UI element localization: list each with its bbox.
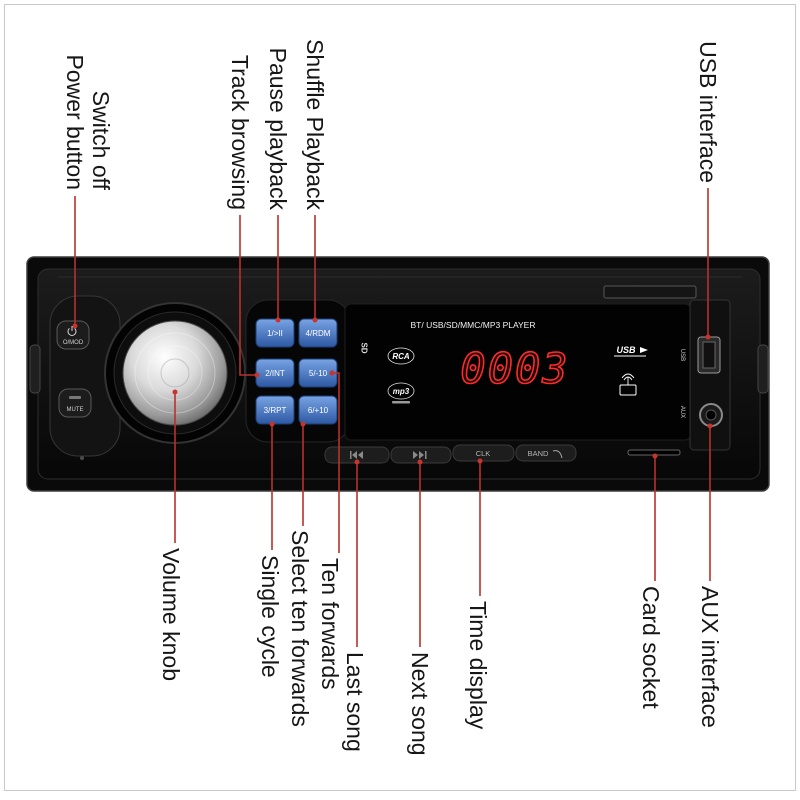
display-panel: BT/ USB/SD/MMC/MP3 PLAYER SD RCA mp3 000…	[345, 304, 691, 440]
preset-button-6: 6/+10	[299, 396, 337, 424]
preset-button-2: 2/INT	[256, 359, 294, 387]
power-button-label: O/MOD	[63, 340, 84, 346]
leader-dot-track-browsing	[255, 373, 260, 378]
right-side-clip	[758, 345, 768, 393]
leader-dot-card-socket	[653, 454, 658, 459]
aux-port	[700, 404, 722, 426]
preset-button-3: 3/RPT	[256, 396, 294, 424]
leader-dot-power-button	[73, 324, 78, 329]
label-last-song: Last song	[342, 652, 368, 752]
clk-button: CLK	[453, 445, 514, 461]
label-ten-forwards: Ten forwards	[317, 558, 343, 690]
car-stereo: O/MOD MUTE 1/>II 4/RDM 2/IN	[27, 257, 769, 491]
mute-button-label: MUTE	[67, 407, 84, 413]
rca-logo-text: RCA	[392, 352, 410, 361]
mute-button: MUTE	[59, 389, 91, 417]
label-pause-playback: Pause playback	[265, 48, 291, 211]
preset-button-label: 4/RDM	[306, 329, 331, 338]
label-track-browsing: Track browsing	[227, 55, 253, 210]
leader-dot-time-display	[478, 459, 483, 464]
left-side-clip	[30, 345, 40, 393]
preset-button-label: 1/>II	[267, 329, 283, 338]
aux-port-label: AUX	[679, 406, 685, 418]
leader-dot-select-ten-forwards	[301, 422, 306, 427]
leader-dot-usb-interface	[706, 335, 711, 340]
indicator-dot	[80, 456, 84, 460]
prev-track-icon-bar	[350, 451, 352, 459]
label-select-ten-forwards: Select ten forwards	[287, 530, 313, 727]
preset-button-label: 6/+10	[308, 406, 329, 415]
band-button-label: BAND	[528, 449, 549, 458]
preset-button-label: 2/INT	[265, 369, 285, 378]
mp3-logo-bar	[392, 401, 410, 404]
label-time-display: Time display	[465, 601, 491, 730]
leader-dot-shuffle-playback	[313, 318, 318, 323]
leader-dot-volume-knob	[173, 390, 178, 395]
top-slot	[604, 286, 696, 298]
label-aux-interface: AUX interface	[697, 586, 723, 728]
clk-button-label: CLK	[476, 449, 491, 458]
leader-dot-single-cycle	[270, 422, 275, 427]
usb-port	[698, 337, 720, 373]
mute-button-mark	[69, 396, 81, 399]
preset-button-label: 5/-10	[309, 369, 328, 378]
sd-logo: SD	[360, 342, 369, 353]
label-usb-interface: USB interface	[695, 41, 721, 183]
next-track-icon-bar	[425, 451, 427, 459]
aux-port-hole	[706, 410, 716, 420]
label-switch-off: Switch off	[88, 91, 114, 191]
leader-dot-pause-playback	[276, 318, 281, 323]
display-header: BT/ USB/SD/MMC/MP3 PLAYER	[410, 320, 535, 330]
time-digits: 0003	[460, 344, 569, 393]
preset-button-label: 3/RPT	[264, 406, 287, 415]
leader-dot-ten-forwards	[330, 371, 335, 376]
label-single-cycle: Single cycle	[257, 555, 283, 678]
preset-button-1: 1/>II	[256, 319, 294, 347]
mp3-logo-text: mp3	[393, 387, 410, 396]
leader-dot-aux-interface	[708, 424, 713, 429]
band-button: BAND	[516, 445, 576, 461]
preset-button-4: 4/RDM	[299, 319, 337, 347]
leader-dot-next-song	[418, 460, 423, 465]
usb-logo-text: USB	[616, 345, 636, 355]
leader-dot-last-song	[355, 460, 360, 465]
usb-port-socket	[703, 342, 715, 368]
label-volume-knob: Volume knob	[158, 548, 184, 681]
label-power-button: Power button	[62, 54, 88, 190]
label-shuffle-playback: Shuffle Playback	[302, 39, 328, 210]
label-next-song: Next song	[407, 652, 433, 756]
label-card-socket: Card socket	[638, 586, 664, 709]
usb-port-label: USB	[679, 349, 685, 361]
